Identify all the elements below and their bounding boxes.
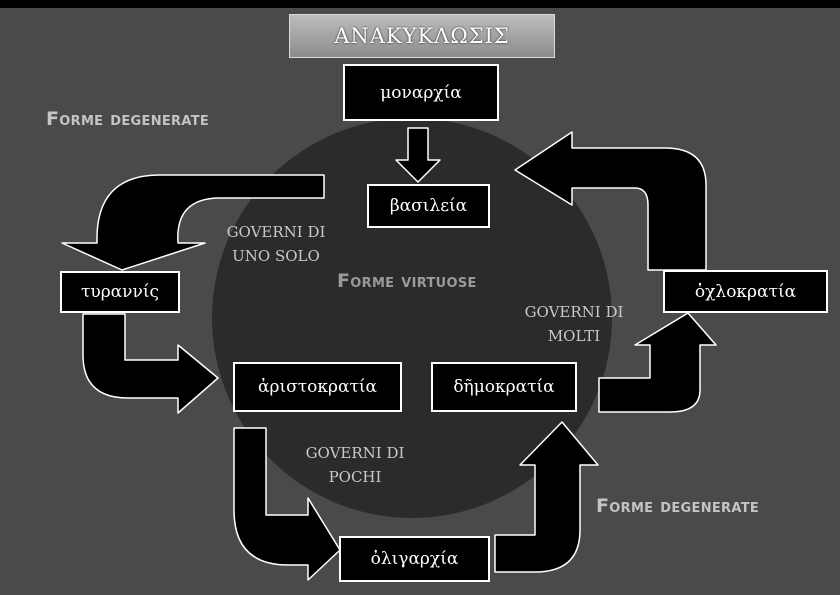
arrow-democrazia-oclocrazia bbox=[598, 312, 717, 413]
group-uno-line1: GOVERNI DI bbox=[226, 223, 326, 241]
form-democrazia: δῆμοκρατία bbox=[431, 362, 577, 412]
group-uno-line2: UNO SOLO bbox=[232, 247, 320, 265]
category-degenerate-bottom: Forme degenerate bbox=[596, 495, 760, 517]
arrow-oligarchia-democrazia bbox=[494, 421, 599, 573]
arrow-aristocrazia-oligarchia bbox=[233, 427, 341, 581]
arrow-tirannide-aristocrazia bbox=[82, 313, 219, 414]
form-oclocrazia: ὀχλοκρατία bbox=[663, 270, 828, 313]
arrow-to-tirannide bbox=[61, 174, 325, 271]
form-tirannide: τυραννίς bbox=[60, 271, 180, 313]
page-title: ΑΝΑΚΥΚΛΩΣΙΣ bbox=[289, 14, 555, 58]
group-uno-solo: GOVERNI DI UNO SOLO bbox=[212, 220, 340, 268]
category-degenerate-top: Forme degenerate bbox=[46, 108, 210, 130]
arrow-monarchia-basileia bbox=[395, 127, 441, 183]
top-bar bbox=[0, 0, 840, 8]
form-oligarchia: ὀλιγαρχία bbox=[339, 536, 490, 582]
arrow-oclocrazia-up bbox=[514, 131, 707, 271]
form-aristocrazia: ἀριστοκρατία bbox=[233, 362, 402, 412]
group-pochi: GOVERNI DI POCHI bbox=[291, 441, 419, 489]
group-pochi-line1: GOVERNI DI bbox=[305, 444, 405, 462]
group-molti-line2: MOLTI bbox=[547, 327, 601, 345]
category-virtuose: Forme virtuose bbox=[337, 270, 477, 292]
form-basileia: βασιλεία bbox=[367, 184, 490, 228]
form-monarchia: μοναρχία bbox=[343, 64, 499, 121]
group-molti-line1: GOVERNI DI bbox=[524, 303, 624, 321]
group-pochi-line2: POCHI bbox=[328, 468, 382, 486]
group-molti: GOVERNI DI MOLTI bbox=[510, 300, 638, 348]
